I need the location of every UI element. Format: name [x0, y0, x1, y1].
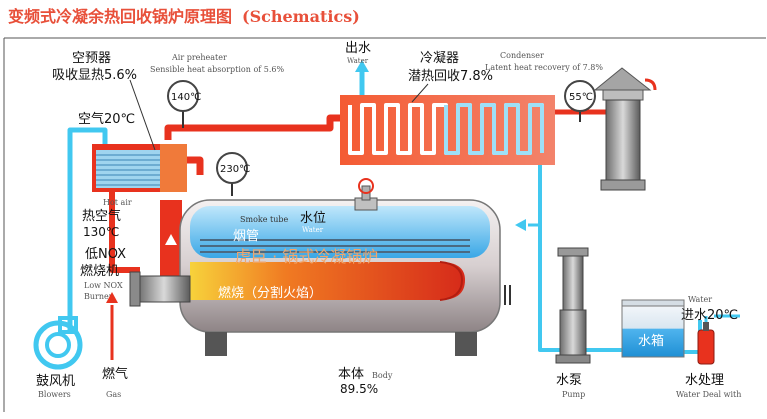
gas-en: Gas [106, 390, 121, 399]
water-in-en: Water [688, 295, 712, 304]
boiler-shell [179, 199, 511, 356]
boiler-watermark: 虎臣 · 锅式冷凝锅炉 [235, 247, 378, 266]
outlet-water-label: 出水 [345, 41, 371, 56]
hot-air-temp: 130℃ [83, 225, 119, 239]
body-en: Body [372, 371, 393, 380]
water-level-en: Water [302, 226, 324, 234]
condenser-label: 冷凝器 [420, 50, 459, 66]
outlet-water-en: Water [347, 57, 369, 65]
outlet-water-arrow [355, 60, 369, 72]
air-preheater-en2: Sensible heat absorption of 5.6% [150, 65, 284, 74]
flue-arrow [165, 234, 177, 245]
feed-arrow [515, 219, 526, 231]
body-label: 本体 [338, 367, 364, 382]
svg-text:55℃: 55℃ [569, 92, 593, 103]
pump-en: Pump [562, 390, 585, 399]
pump-label: 水泵 [556, 373, 582, 388]
smoke-tube-en: Smoke tube [240, 215, 288, 224]
hot-air-pipe [109, 190, 140, 273]
flue-to-condenser-pipe [164, 114, 345, 175]
air-preheater-leader [129, 79, 156, 151]
blower-en: Blowers [38, 390, 71, 399]
condenser-en1: Condenser [500, 51, 544, 60]
gas-line [106, 292, 118, 360]
condenser-en2: Latent heat recovery of 7.8% [485, 63, 603, 72]
hot-air-label: 热空气 [82, 208, 121, 224]
burner-en1: Low NOX [84, 281, 123, 290]
water-tank-label: 水箱 [638, 333, 664, 349]
hot-air-en: Hot air [103, 198, 132, 207]
water-tank [621, 299, 685, 358]
condenser [340, 95, 555, 165]
air-intake-pipe [67, 127, 108, 330]
chimney [593, 67, 657, 191]
air-preheater-en1: Air preheater [171, 53, 227, 62]
water-treatment-unit [697, 314, 740, 365]
water-treatment-en: Water Deal with [676, 390, 741, 399]
air-preheater-pct: 吸收显热5.6% [52, 68, 137, 83]
burner-label1: 低NOX [85, 247, 126, 262]
burner-label2: 燃烧机 [80, 263, 119, 279]
burner-en2: Burner [84, 292, 113, 301]
condenser-pct: 潜热回收7.8% [408, 69, 493, 84]
water-in-label: 进水20℃ [681, 308, 738, 323]
water-treatment-label: 水处理 [685, 373, 724, 388]
gauge-230: 230℃ [216, 152, 250, 196]
svg-text:140℃: 140℃ [171, 92, 201, 103]
page-title: 变频式冷凝余热回收锅炉原理图 [8, 7, 232, 26]
svg-text:230℃: 230℃ [220, 164, 250, 175]
combustion-label: 燃烧（分割火焰） [218, 285, 322, 301]
gauge-55: 55℃ [564, 80, 596, 122]
body-pct: 89.5% [340, 382, 378, 396]
frame-lines [3, 37, 766, 412]
blower-label: 鼓风机 [36, 374, 75, 389]
air-preheater-label: 空预器 [72, 51, 111, 66]
smoke-tube-label: 烟管 [233, 229, 259, 244]
air-preheater [92, 144, 187, 192]
burner [129, 271, 191, 307]
pump [555, 247, 591, 364]
gas-label: 燃气 [102, 366, 128, 382]
blower [33, 316, 83, 370]
air-in-label: 空气20℃ [78, 111, 135, 127]
gauge-140: 140℃ [167, 80, 201, 128]
water-level-label: 水位 [300, 211, 326, 226]
page-title-en: (Schematics) [242, 7, 360, 26]
condenser-leader [411, 83, 429, 103]
safety-valve [354, 178, 378, 211]
